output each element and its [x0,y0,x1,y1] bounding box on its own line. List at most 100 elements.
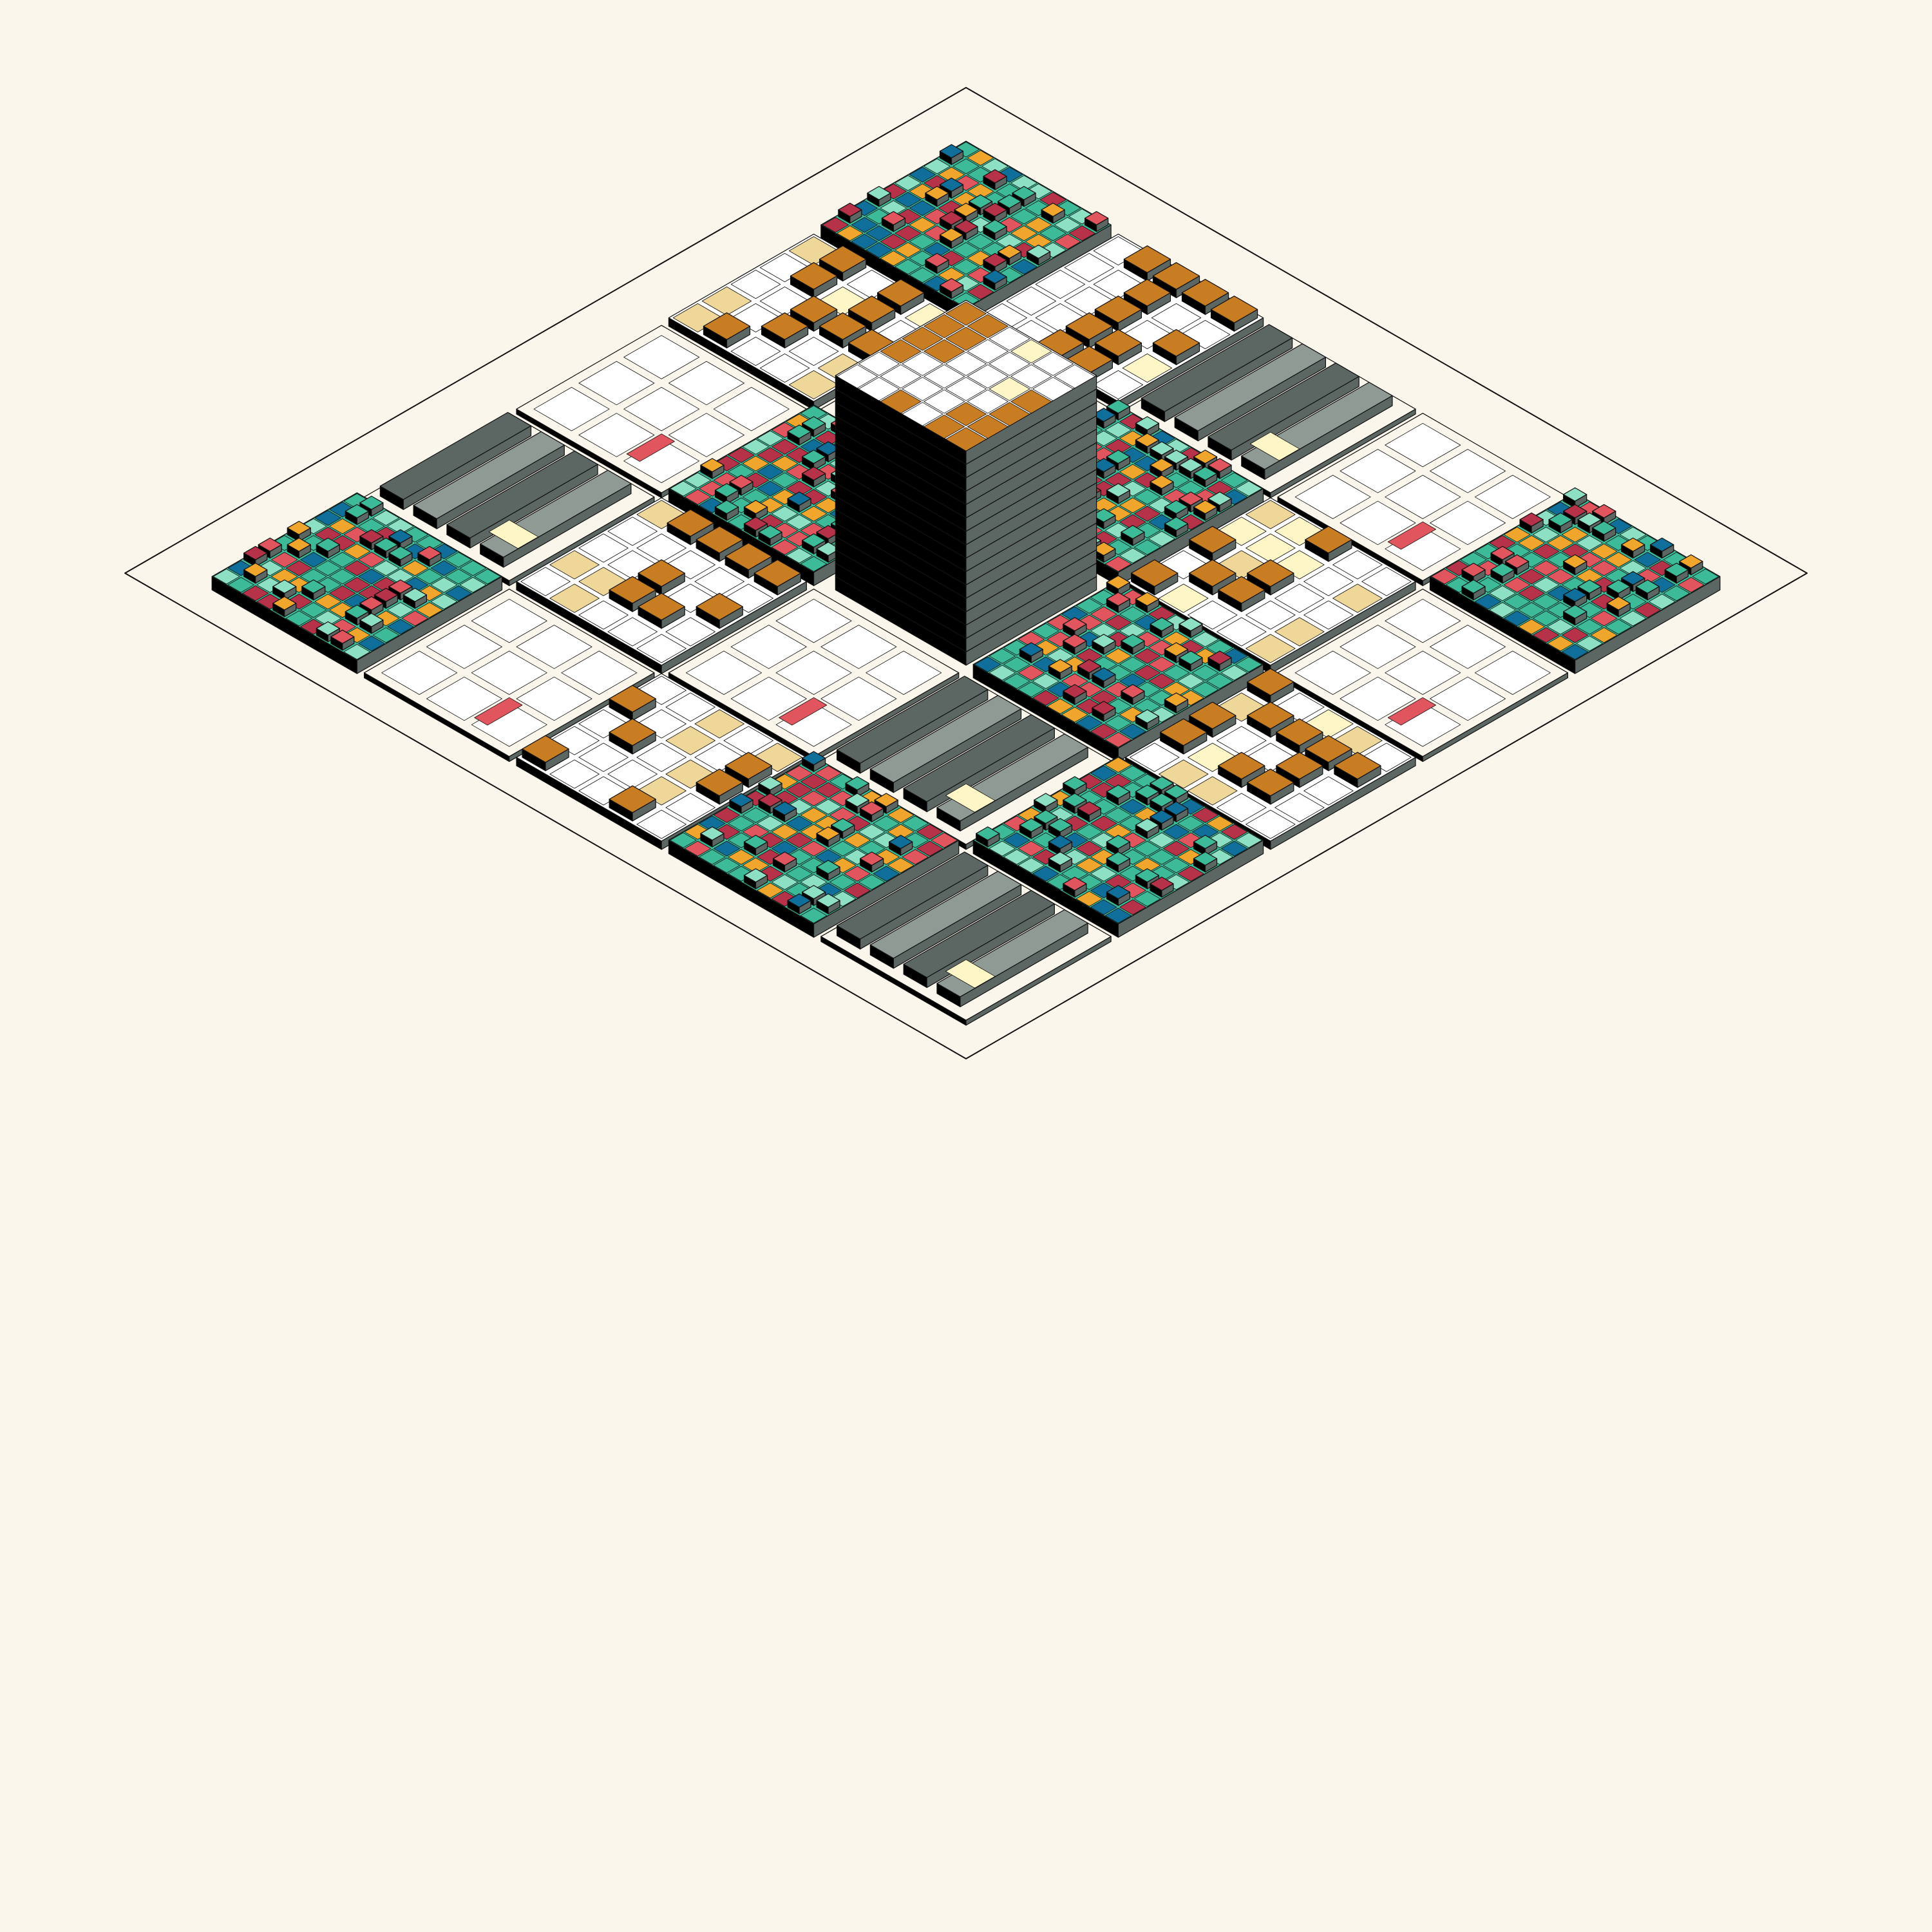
machine-cell-top [889,835,913,849]
machine-cell [256,594,283,610]
ochre-tile [1303,567,1354,596]
machine-cell [1090,832,1117,848]
machine-cell [1133,648,1161,664]
machine-cell [285,594,312,610]
ochre-tile-top [1247,668,1294,696]
machine-cell-top [330,629,355,644]
machine-cell [300,602,327,618]
tower-roof-tile [1010,339,1052,364]
machine-cell-top [1135,592,1160,607]
machine-cell [1119,656,1146,672]
machine-cell [1039,225,1066,242]
machine-cell [1133,539,1161,555]
ochre-tile-top [1181,279,1229,307]
window-pane [1294,475,1371,519]
machine-cell [1010,209,1037,225]
machine-cell [430,577,458,593]
machine-cell [1206,849,1233,865]
tower-roof-tile [902,402,943,426]
machine-cell-top [1063,684,1087,699]
machine-cell [1046,790,1074,806]
machine-cell [1018,681,1045,697]
machine-cell [1678,577,1705,593]
machine-cell [1104,422,1132,438]
ochre-tile-top [877,279,925,307]
window-pane [1340,500,1416,545]
machine-cell [1061,832,1088,848]
machine-cell [1220,648,1248,664]
slate-rail-top [379,412,532,500]
window-pane [668,413,744,457]
machine-cell-top [258,537,282,552]
machine-cell [800,773,828,790]
machine-cell-top [1150,776,1174,791]
machine-cell [1046,874,1074,890]
ochre-tile-top [1152,262,1200,290]
machine-cell-top [743,516,768,531]
window-pane [1385,422,1461,468]
slate-rail-top [869,695,1022,783]
window-pane [623,387,700,431]
machine-cell-top [272,596,297,611]
tower-roof-tile [989,377,1030,401]
machine-cell [844,849,871,865]
machine-cell [1177,832,1204,848]
window-pane [561,650,638,695]
machine-cell [1119,882,1146,898]
tower-roof-tile [967,364,1009,389]
window-pane [820,676,897,721]
machine-cell [757,447,784,463]
machine-cell [1576,602,1603,618]
machine-cell-top [700,826,724,841]
tower-roof-tile [967,314,1009,339]
machine-cell-top [1135,784,1160,799]
machine-cell [1191,665,1219,681]
machine-cell [1090,815,1117,831]
machine-cell [1133,631,1161,647]
tower-roof-tile [1032,377,1074,401]
machine-cell [1104,556,1132,572]
ochre-tile-top [1305,526,1352,554]
machine-cell [728,832,755,848]
machine-cell [1649,560,1676,576]
tower-roof-tile [923,389,965,414]
tower-roof-tile [858,352,900,376]
machine-cell [902,849,929,865]
machine-cell [800,824,828,840]
machine-cell [902,832,929,848]
machine-cell [916,840,943,857]
window-pane [1385,475,1461,519]
machine-cell-top [939,227,964,242]
machine-cell-top [997,194,1022,209]
machine-cell [1046,681,1074,697]
machine-cell [1634,535,1661,551]
machine-cell-top [1106,851,1131,866]
machine-cell [372,627,400,643]
ochre-tile-top [1334,752,1381,780]
machine-cell [1090,899,1117,915]
machine-cell [1032,832,1059,848]
ochre-tile-top [1189,701,1236,730]
machine-cell [895,192,922,208]
machine-cell [786,464,813,480]
machine-cell [1177,514,1204,530]
machine-cell [771,455,799,471]
machine-cell-top [359,495,384,510]
machine-cell-top [1621,571,1645,585]
machine-cell [1025,217,1052,233]
machine-cell [1075,715,1103,731]
machine-cell [358,569,385,585]
ochre-tile [1159,583,1209,613]
slate-rail-top [1208,363,1359,451]
machine-cell [213,569,240,585]
machine-cell [1220,472,1248,488]
window-pane [775,598,852,643]
machine-cell [1576,552,1603,568]
machine-cell [1018,665,1045,681]
machine-cell [1489,585,1516,601]
ochre-tile [1188,600,1238,630]
tower-roof-tile [945,402,987,426]
machine-cell [1119,866,1146,882]
ochre-tile-top [1160,718,1208,746]
